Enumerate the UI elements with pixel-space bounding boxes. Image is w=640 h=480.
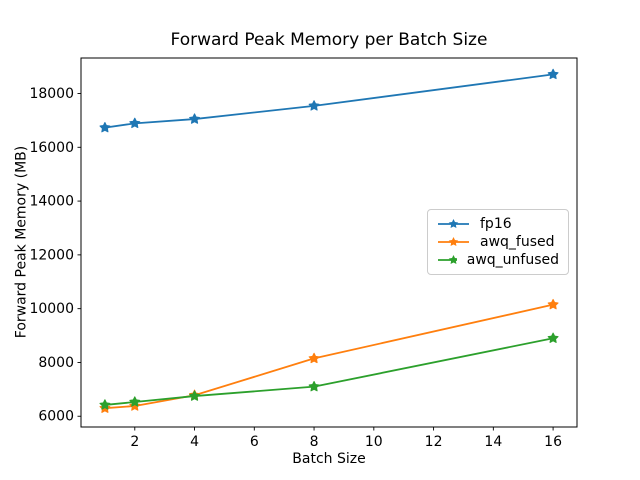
marker-awq_unfused [99,399,111,410]
marker-fp16 [99,121,111,133]
x-tick-label: 6 [250,434,259,450]
marker-awq_fused [308,352,320,364]
chart-title: Forward Peak Memory per Batch Size [170,30,488,50]
legend-item-awq-fused: awq_fused [437,233,559,251]
marker-awq_unfused [189,390,200,401]
y-tick-label: 12000 [29,247,74,263]
y-axis-label: Forward Peak Memory (MB) [13,145,30,339]
legend-label-awq-fused: awq_fused [480,234,555,250]
x-axis-label: Batch Size [292,451,366,467]
y-tick-label: 16000 [29,140,74,156]
x-tick-label: 8 [310,434,319,450]
marker-fp16 [129,117,141,129]
marker-awq_fused [129,400,141,411]
marker-awq_unfused [129,396,141,407]
legend-line-sample-fp16 [438,219,469,229]
legend-line-sample-awq-unfused [438,255,457,265]
marker-fp16 [189,113,200,124]
y-tick-label: 6000 [38,409,74,425]
star-marker-icon [448,255,457,265]
legend-label-fp16: fp16 [480,216,512,232]
x-tick-label: 12 [425,434,443,450]
legend-item-fp16: fp16 [437,215,559,233]
y-tick-label: 18000 [29,86,74,102]
marker-awq_unfused [308,380,320,392]
x-tick-label: 4 [190,434,199,450]
marker-awq_unfused [547,332,559,343]
plot-spines [80,57,578,428]
series-line-fp16 [104,73,554,129]
x-tick-label: 2 [130,434,139,450]
series-line-awq_fused [104,303,554,410]
x-tick-label: 10 [365,434,383,450]
marker-fp16 [308,100,320,111]
star-marker-icon [448,237,459,247]
marker-awq_fused [547,298,559,310]
x-tick-label: 14 [484,434,502,450]
marker-fp16 [547,68,559,80]
legend: fp16 awq_fused awq_unfused [427,209,569,275]
y-tick-label: 14000 [29,194,74,210]
y-tick-label: 8000 [38,355,74,371]
legend-label-awq-unfused: awq_unfused [466,252,559,268]
star-marker-icon [448,219,459,229]
y-tick-label: 10000 [29,301,74,317]
legend-item-awq-unfused: awq_unfused [437,251,559,269]
legend-line-sample-awq-fused [438,237,469,247]
x-tick-label: 16 [544,434,562,450]
series-line-awq_unfused [104,337,554,406]
